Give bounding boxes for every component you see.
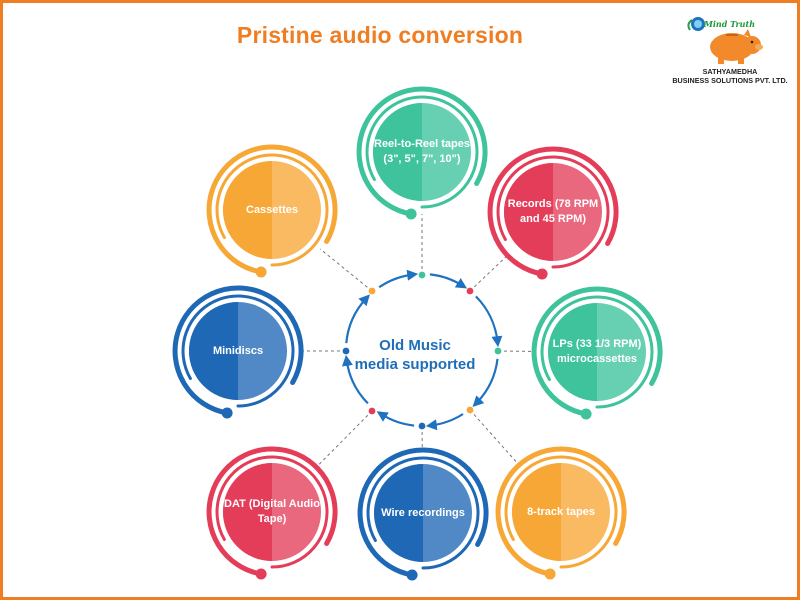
company-logo: Mind Truth SATHYAMEDHA BUSINESS SOLUTION… <box>668 12 792 92</box>
logo-name-line1: SATHYAMEDHA <box>702 67 758 76</box>
node-disc-left <box>548 303 597 401</box>
ring-end-dot <box>544 568 556 580</box>
center-arrow-arc <box>472 358 499 408</box>
ring-end-dot <box>255 568 267 580</box>
media-label-line2: (3", 5", 7", 10") <box>383 153 461 165</box>
media-node-label: Reel-to-Reel tapes (3", 5", 7", 10") <box>362 130 482 174</box>
media-label-line1: Reel-to-Reel tapes <box>374 138 470 150</box>
center-arrow-arc <box>429 273 468 289</box>
media-node-label: Minidiscs <box>178 329 298 373</box>
media-label-line2: Tape) <box>257 513 287 525</box>
media-node-label: Cassettes <box>212 188 332 232</box>
ring-end-dot <box>405 208 417 220</box>
media-node-label: Wire recordings <box>363 491 483 535</box>
inner-ring-arc <box>365 95 479 209</box>
outer-ring-arc <box>531 286 663 417</box>
node-disc-left <box>223 161 272 259</box>
media-label-line1: 8-track tapes <box>527 505 595 518</box>
media-label-line1: LPs (33 1/3 RPM) <box>552 338 642 350</box>
ring-end-dot <box>255 266 267 278</box>
outer-ring-arc <box>357 447 489 578</box>
connection-dot <box>494 347 502 355</box>
outer-ring-arc <box>356 86 488 217</box>
center-arrow-arc <box>475 295 503 348</box>
connector-line <box>469 254 509 292</box>
media-node-label: LPs (33 1/3 RPM) microcassettes <box>537 330 657 374</box>
outer-ring-arc <box>206 144 338 275</box>
connection-dot <box>418 422 426 430</box>
center-arrow-arc <box>345 294 370 344</box>
center-label: Old Music media supported <box>345 336 485 374</box>
outer-ring-arc <box>495 446 627 577</box>
inner-ring-arc <box>181 294 295 408</box>
ring-end-dot <box>221 407 233 419</box>
logo-brand-text: Mind Truth <box>704 19 756 29</box>
inner-ring-arc <box>215 153 329 267</box>
connector-line <box>319 248 373 292</box>
connection-dot <box>466 287 474 295</box>
connector-line <box>315 410 373 469</box>
logo-company-name: SATHYAMEDHA BUSINESS SOLUTIONS PVT. LTD. <box>668 67 792 85</box>
connection-dot <box>418 271 426 279</box>
media-label-line2: microcassettes <box>556 353 638 365</box>
media-label-line1: Records (78 RPM <box>507 198 599 210</box>
connection-dot <box>466 406 474 414</box>
center-arrow-arc <box>341 354 369 405</box>
media-node-label: Records (78 RPM and 45 RPM) <box>493 190 613 234</box>
connection-dot <box>368 407 376 415</box>
outer-ring-arc <box>487 146 619 277</box>
center-arrow-arc <box>425 413 464 431</box>
center-arrow-arc <box>378 269 419 289</box>
ring-end-dot <box>406 569 418 581</box>
node-disc-left <box>189 302 238 400</box>
outer-ring-arc <box>172 285 304 416</box>
ring-end-dot <box>536 268 548 280</box>
center-arrow-arc <box>376 411 415 427</box>
node-disc-left <box>374 464 423 562</box>
media-label-line1: Wire recordings <box>381 506 465 519</box>
page-title: Pristine audio conversion <box>236 22 524 48</box>
inner-ring-arc <box>540 295 654 409</box>
node-disc-left <box>373 103 422 201</box>
connection-dot <box>342 347 350 355</box>
inner-ring-arc <box>504 455 618 569</box>
media-node-label: 8-track tapes <box>501 490 621 534</box>
outer-ring-arc <box>206 446 338 577</box>
inner-ring-arc <box>496 155 610 269</box>
connection-dot <box>368 287 376 295</box>
logo-name-line2: BUSINESS SOLUTIONS PVT. LTD. <box>672 76 788 85</box>
ring-end-dot <box>580 408 592 420</box>
media-label-line1: DAT (Digital Audio <box>224 498 320 510</box>
media-label-line2: and 45 RPM) <box>519 213 586 225</box>
node-disc-left <box>223 463 272 561</box>
node-disc-left <box>504 163 553 261</box>
center-label-line2: media supported <box>354 356 476 373</box>
media-label-line1: Minidiscs <box>212 344 264 357</box>
inner-ring-arc <box>366 456 480 570</box>
node-disc-left <box>512 463 561 561</box>
center-label-line1: Old Music <box>379 337 451 354</box>
media-label-line1: Cassettes <box>246 203 298 216</box>
inner-ring-arc <box>215 455 329 569</box>
connector-line <box>469 409 521 467</box>
piggy-bank-icon <box>687 17 763 64</box>
